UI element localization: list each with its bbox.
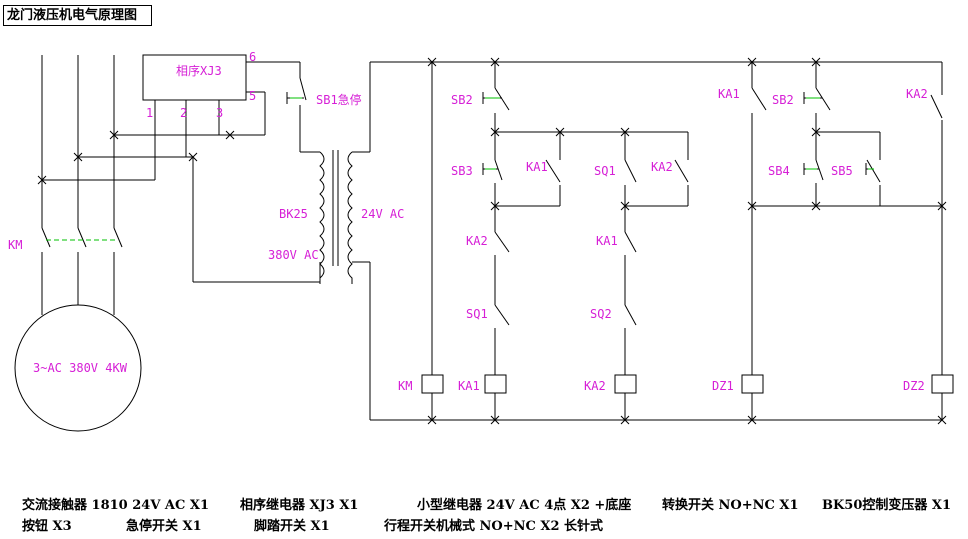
coil-ka2 [614, 374, 637, 394]
label-ka1-hold: KA1 [526, 160, 548, 174]
label-ka1-right: KA1 [718, 87, 740, 101]
label-km-contact: KM [8, 238, 22, 252]
label-motor: 3~AC 380V 4KW [33, 361, 128, 375]
mechanical-links [46, 97, 874, 241]
motor-symbol [14, 304, 142, 432]
label-terminal-1: 1 [146, 106, 153, 120]
label-coil-ka2: KA2 [584, 379, 606, 393]
coil-dz2 [931, 374, 954, 394]
label-coil-dz2: DZ2 [903, 379, 925, 393]
label-bk25: BK25 [279, 207, 308, 221]
parts-limit-switch: 行程开关机械式 NO+NC X2 长针式 [384, 519, 604, 534]
junctions [37, 57, 947, 425]
label-ka2-hold: KA2 [651, 160, 673, 174]
label-sb2-right: SB2 [772, 93, 794, 107]
label-coil-ka1: KA1 [458, 379, 480, 393]
label-ka2-right: KA2 [906, 87, 928, 101]
label-terminal-6: 6 [249, 50, 256, 64]
wiring [14, 54, 954, 432]
label-ka2-interlock: KA2 [466, 234, 488, 248]
coil-dz1 [741, 374, 764, 394]
parts-selector-switch: 转换开关 NO+NC X1 [662, 498, 799, 513]
label-sb1-estop: SB1急停 [316, 92, 362, 107]
label-coil-km: KM [398, 379, 412, 393]
label-ka1-interlock: KA1 [596, 234, 618, 248]
label-sb3: SB3 [451, 164, 473, 178]
label-sq2-limit: SQ2 [590, 307, 612, 321]
label-coil-dz1: DZ1 [712, 379, 734, 393]
label-terminal-2: 2 [180, 106, 187, 120]
label-sq1-top: SQ1 [594, 164, 616, 178]
label-phase-relay: 相序XJ3 [176, 63, 222, 78]
label-sb5: SB5 [831, 164, 853, 178]
parts-estop: 急停开关 X1 [126, 519, 202, 534]
parts-transformer: BK50控制变压器 X1 [822, 498, 952, 513]
label-terminal-3: 3 [216, 106, 223, 120]
label-sq1-limit: SQ1 [466, 307, 488, 321]
parts-contactor: 交流接触器 1810 24V AC X1 [22, 498, 210, 513]
label-24v-ac: 24V AC [361, 207, 404, 221]
parts-button: 按钮 X3 [22, 519, 72, 534]
coil-km [421, 374, 444, 394]
parts-mini-relay: 小型继电器 24V AC 4点 X2 +底座 [417, 498, 632, 513]
phase-relay-box [142, 54, 247, 101]
label-sb4: SB4 [768, 164, 790, 178]
label-380v-ac: 380V AC [268, 248, 319, 262]
coil-ka1 [484, 374, 507, 394]
diagram-title: 龙门液压机电气原理图 [3, 5, 152, 26]
label-sb2: SB2 [451, 93, 473, 107]
component-labels: 相序XJ3 1 2 3 5 6 SB1急停 BK25 24V AC 380V A… [8, 50, 928, 393]
parts-phase-relay: 相序继电器 XJ3 X1 [240, 498, 359, 513]
parts-foot-switch: 脚踏开关 X1 [254, 519, 330, 534]
label-terminal-5: 5 [249, 89, 256, 103]
